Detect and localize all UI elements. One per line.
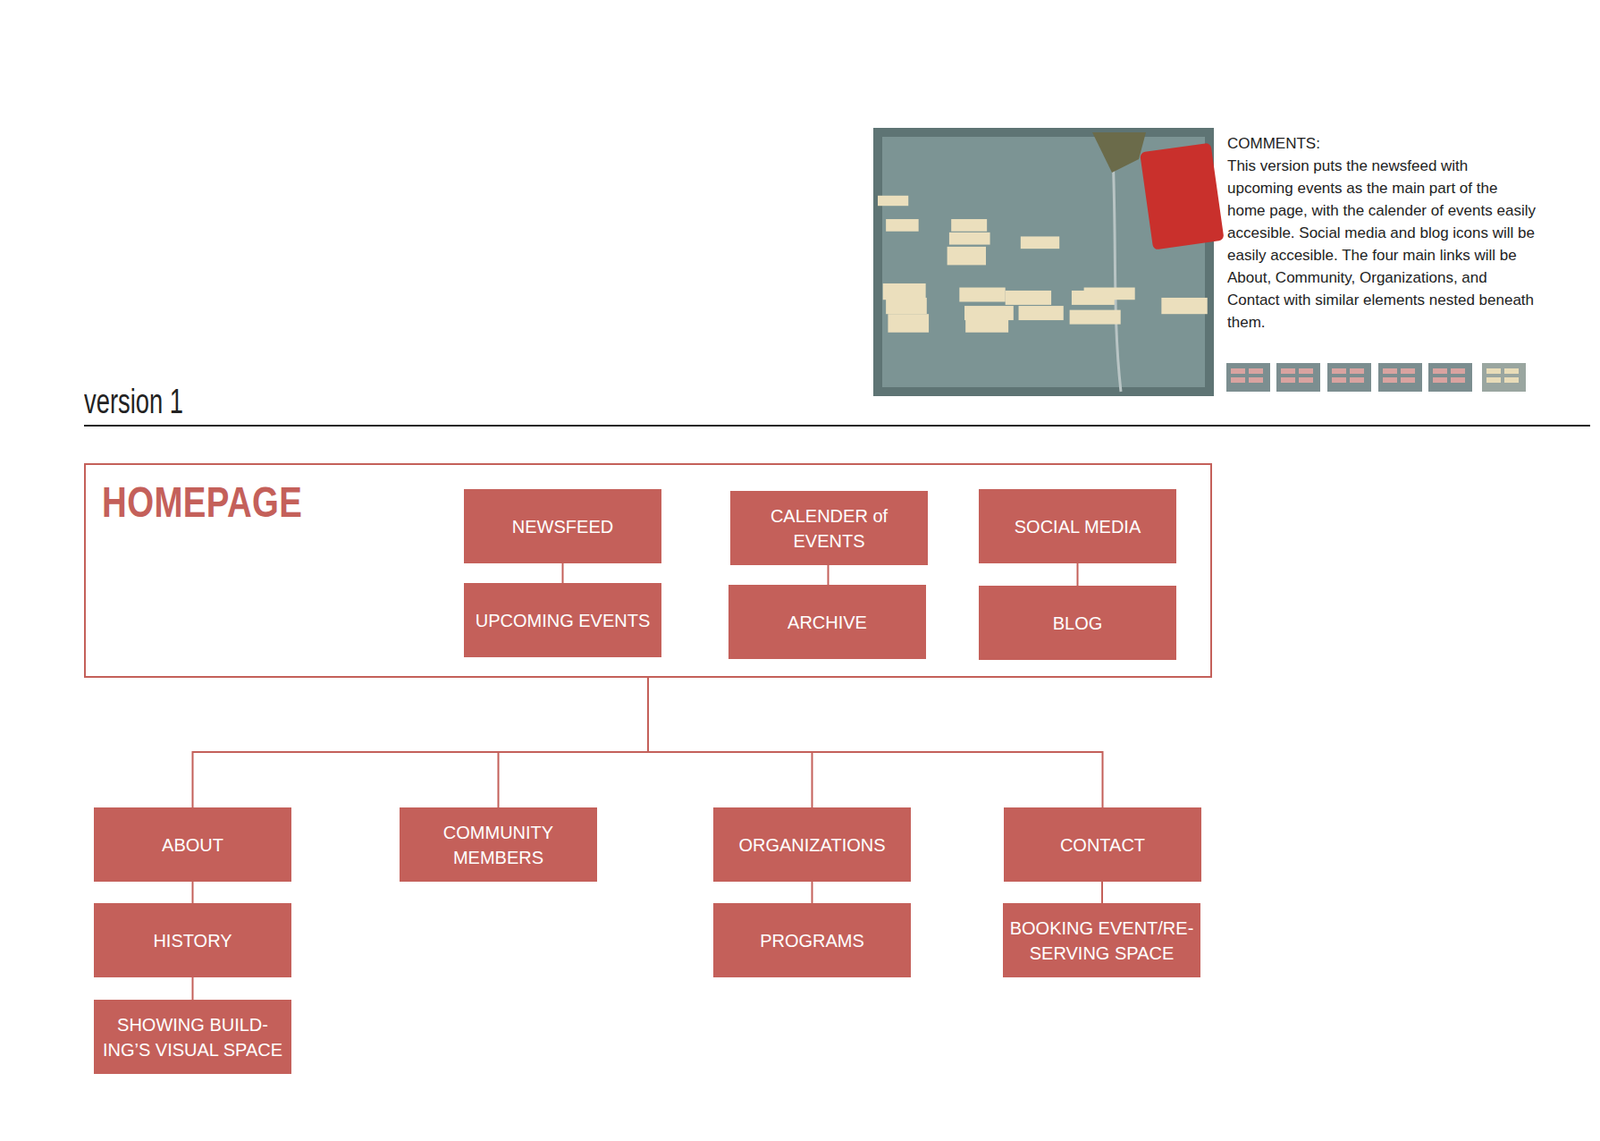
tree-connector <box>811 881 814 903</box>
thumbnail <box>1226 362 1271 392</box>
paper-slip <box>883 283 927 300</box>
page-box: ORGANIZATIONS <box>713 807 911 882</box>
paper-slip <box>1069 310 1121 325</box>
thumbnail-slip <box>1280 368 1296 374</box>
thumbnail-slip <box>1248 368 1264 374</box>
tree-connector <box>192 976 194 1000</box>
paper-slip <box>1005 290 1052 305</box>
thumbnail-slip <box>1504 368 1519 374</box>
page-box: HISTORY <box>93 902 292 977</box>
tree-connector <box>827 564 830 585</box>
paper-slip <box>885 218 919 232</box>
thumbnail-slip <box>1349 368 1365 374</box>
thumbnail-slip <box>1382 377 1398 383</box>
photo-plant <box>1092 132 1146 173</box>
thumbnail-slip <box>1400 377 1415 383</box>
box-label: NEWSFEED <box>512 513 614 539</box>
page-box: SOCIAL MEDIA <box>978 488 1177 564</box>
thumbnail-slip <box>1504 377 1519 383</box>
photo-notebook <box>1139 143 1225 251</box>
box-label: PROGRAMS <box>759 927 865 953</box>
tree-connector <box>562 563 565 583</box>
paper-slip <box>951 218 987 232</box>
box-label: COMMUNITY MEMBERS <box>404 819 592 870</box>
title-rule <box>84 424 1591 427</box>
box-label: ORGANIZATIONS <box>738 832 885 858</box>
page-box: BLOG <box>978 585 1177 660</box>
comments-heading: COMMENTS: <box>1227 132 1536 155</box>
paper-slip <box>965 318 1009 333</box>
box-label: CONTACT <box>1060 832 1146 858</box>
thumbnail-slip <box>1230 368 1246 374</box>
tree-connector <box>192 881 194 903</box>
homepage-group: HOMEPAGE NEWSFEED CALENDER of EVENTS SOCIAL… <box>84 463 1213 678</box>
paper-slip <box>885 297 927 314</box>
paper-slip <box>1020 235 1060 249</box>
page-box: NEWSFEED <box>463 488 662 564</box>
page-box: UPCOMING EVENTS <box>463 582 662 657</box>
tree-connector <box>193 677 649 808</box>
sketch-photo <box>877 132 1225 392</box>
thumbnail-slip <box>1280 377 1296 383</box>
page-box: ABOUT <box>93 807 292 882</box>
thumbnail-slip <box>1331 368 1347 374</box>
box-label: HISTORY <box>152 927 232 953</box>
tree-connector <box>1077 563 1079 586</box>
page-title: version 1 <box>84 382 184 422</box>
box-label: UPCOMING EVENTS <box>475 607 651 633</box>
thumbnail-slip <box>1486 368 1501 374</box>
page-box: PROGRAMS <box>713 902 911 977</box>
thumbnail-slip <box>1432 377 1448 383</box>
paper-slip <box>947 246 986 266</box>
comments-text: This version puts the newsfeed with upco… <box>1227 154 1536 334</box>
thumbnail-slip <box>1230 377 1246 383</box>
tree-connector <box>1101 881 1104 903</box>
page-box: CALENDER of EVENTS <box>730 490 928 565</box>
tree-connector <box>498 677 649 808</box>
page-box: COMMUNITY MEMBERS <box>399 807 598 882</box>
paper-slip <box>964 305 1014 320</box>
thumbnail-slip <box>1486 377 1501 383</box>
page-box: CONTACT <box>1003 807 1202 882</box>
paper-slip <box>1018 305 1064 320</box>
group-heading: HOMEPAGE <box>101 477 303 527</box>
thumbnail-slip <box>1248 377 1264 383</box>
paper-slip <box>887 313 929 333</box>
paper-slip <box>949 232 991 245</box>
tree-connector <box>648 677 813 808</box>
box-label: BLOG <box>1052 610 1104 636</box>
thumbnail-slip <box>1382 368 1398 374</box>
paper-slip <box>959 287 1005 303</box>
paper-slip <box>877 195 909 206</box>
thumbnail <box>1482 362 1526 392</box>
tree-connector <box>648 677 1104 808</box>
page-box: ARCHIVE <box>728 584 927 659</box>
box-label: CALENDER of EVENTS <box>735 503 923 554</box>
box-label: ARCHIVE <box>787 609 868 635</box>
thumbnail <box>1276 362 1321 392</box>
thumbnail-slip <box>1349 377 1365 383</box>
paper-slip <box>1084 287 1136 301</box>
box-label: ABOUT <box>161 832 224 858</box>
thumbnail-strip <box>1226 362 1526 392</box>
thumbnail-slip <box>1400 368 1415 374</box>
thumbnail-slip <box>1450 377 1466 383</box>
box-label: BOOKING EVENT/RE- SERVING SPACE <box>1008 915 1196 966</box>
box-label: SOCIAL MEDIA <box>1014 513 1142 539</box>
thumbnail <box>1428 362 1473 392</box>
page-box: SHOWING BUILD- ING’S VISUAL SPACE <box>93 999 292 1074</box>
thumbnail <box>1327 362 1372 392</box>
thumbnail-slip <box>1450 368 1466 374</box>
box-label: SHOWING BUILD- ING’S VISUAL SPACE <box>99 1011 287 1062</box>
thumbnail <box>1378 362 1423 392</box>
thumbnail-slip <box>1331 377 1347 383</box>
page-box: BOOKING EVENT/RE- SERVING SPACE <box>1002 902 1201 977</box>
thumbnail-slip <box>1298 368 1314 374</box>
thumbnail-slip <box>1432 368 1448 374</box>
thumbnail-slip <box>1298 377 1314 383</box>
paper-slip <box>1161 297 1207 314</box>
